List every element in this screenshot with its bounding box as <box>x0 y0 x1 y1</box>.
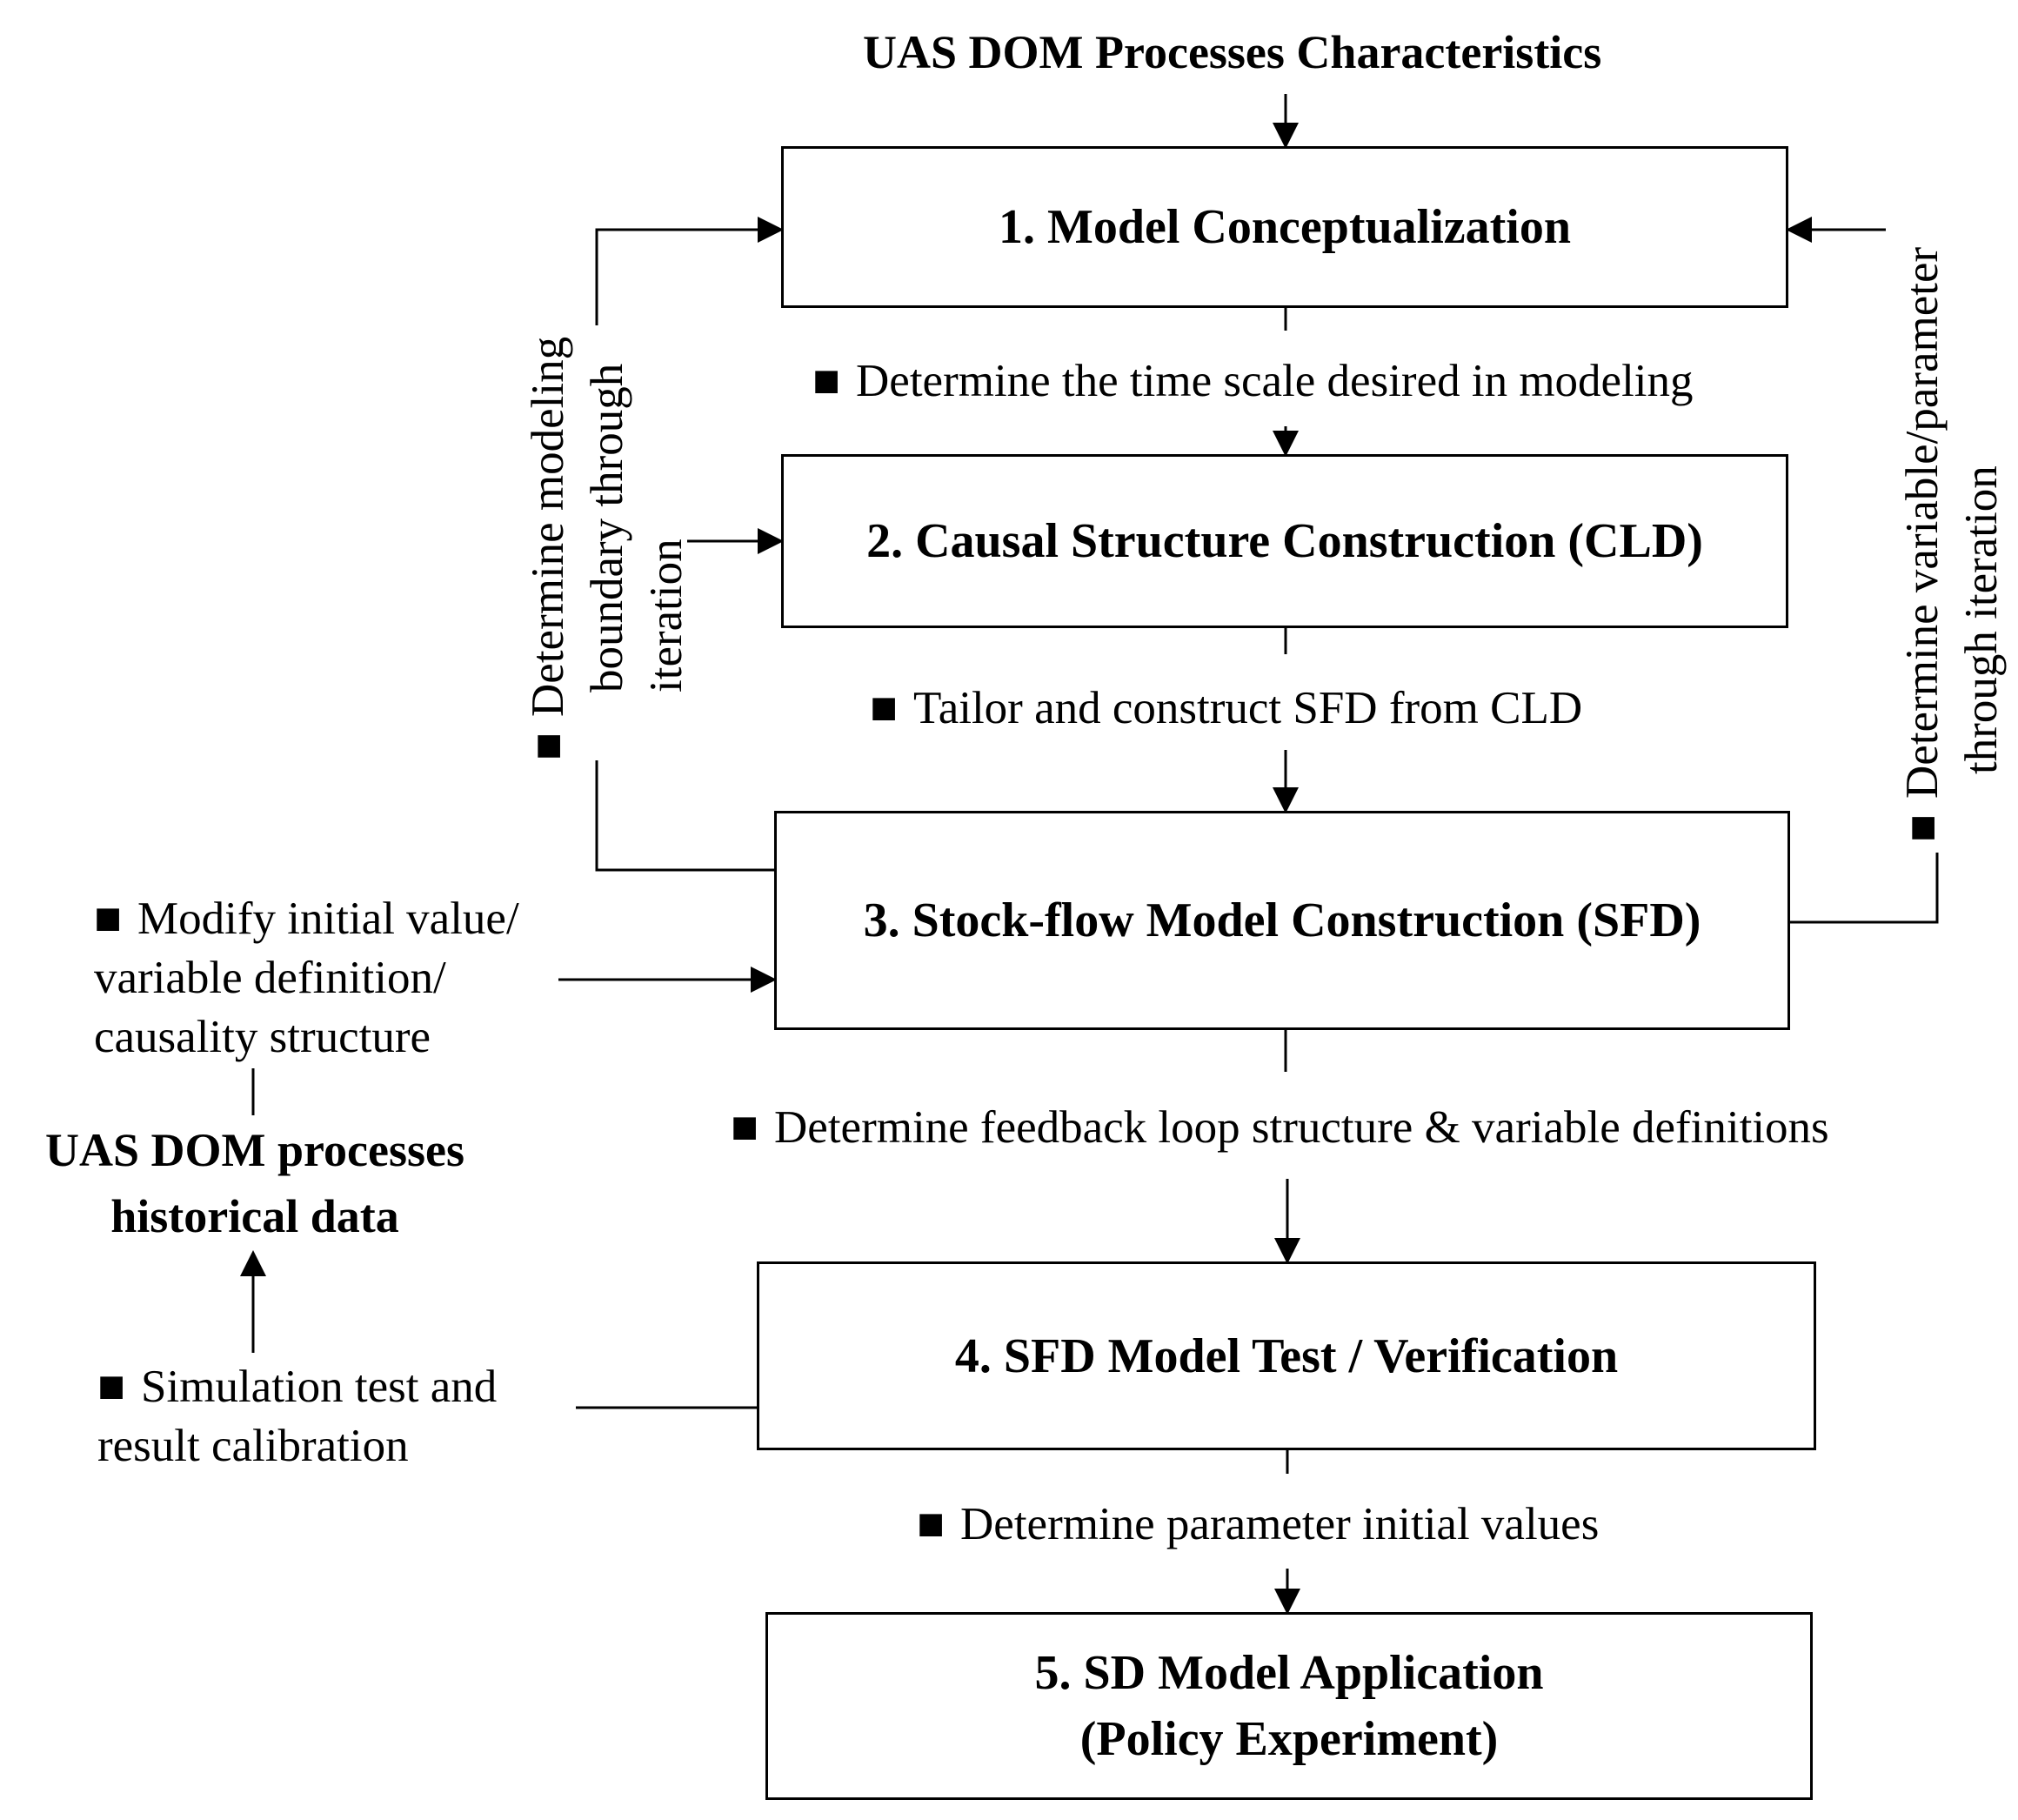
historical-line2: historical data <box>110 1190 399 1242</box>
step-4-box: 4. SFD Model Test / Verification <box>757 1261 1816 1450</box>
historical-line1: UAS DOM processes <box>45 1124 464 1176</box>
modify-line3: causality structure <box>94 1012 431 1062</box>
bullet-icon: ■ <box>97 1362 126 1412</box>
step-5-sublabel: (Policy Experiment) <box>1079 1712 1499 1766</box>
left-loop-line2: boundary through <box>582 363 632 693</box>
bullet-icon: ■ <box>94 893 123 944</box>
step-3-label: 3. Stock-flow Model Construction (SFD) <box>863 893 1701 947</box>
transition-3-4: ■ Determine feedback loop structure & var… <box>731 1098 1829 1157</box>
step-3-box: 3. Stock-flow Model Construction (SFD) <box>774 811 1790 1030</box>
step-5-box: 5. SD Model Application (Policy Experime… <box>765 1612 1813 1800</box>
transition-4-5-text: Determine parameter initial values <box>960 1499 1600 1549</box>
bullet-icon: ■ <box>1897 813 1948 842</box>
step-1-box: 1. Model Conceptualization <box>781 146 1788 308</box>
simulation-line1: Simulation test and <box>141 1362 498 1412</box>
bullet-icon: ■ <box>812 356 841 406</box>
simulation-line2: result calibration <box>97 1421 409 1471</box>
step-5-label: 5. SD Model Application <box>1034 1646 1544 1700</box>
transition-2-3-text: Tailor and construct SFD from CLD <box>913 683 1583 733</box>
step-2-box: 2. Causal Structure Construction (CLD) <box>781 454 1788 628</box>
transition-4-5: ■ Determine parameter initial values <box>917 1495 1599 1554</box>
right-loop-label: ■ Determine variable/parameter through it… <box>1893 164 2011 842</box>
simulation-label: ■ Simulation test and result calibration <box>97 1357 497 1475</box>
left-loop-line1: Determine modeling <box>523 336 573 717</box>
left-loop-arrow-to-step1 <box>595 217 784 325</box>
historical-data-label: UAS DOM processes historical data <box>7 1117 503 1249</box>
transition-1-2: ■ Determine the time scale desired in mod… <box>812 351 1694 411</box>
bullet-icon: ■ <box>917 1499 946 1549</box>
modify-label: ■ Modify initial value/ variable definiti… <box>94 889 519 1067</box>
left-loop-line <box>595 760 774 872</box>
bullet-icon: ■ <box>731 1102 759 1153</box>
right-loop-line1: Determine variable/parameter <box>1897 246 1948 799</box>
step-2-label: 2. Causal Structure Construction (CLD) <box>866 514 1703 568</box>
transition-2-3: ■ Tailor and construct SFD from CLD <box>870 679 1582 738</box>
left-loop-label: ■ Determine modeling boundary through ite… <box>518 273 696 760</box>
diagram-title-text: UAS DOM Processes Characteristics <box>863 26 1602 78</box>
bullet-icon: ■ <box>523 732 573 760</box>
modify-line2: variable definition/ <box>94 953 446 1003</box>
transition-3-4-text: Determine feedback loop structure & vari… <box>774 1102 1829 1153</box>
diagram-title: UAS DOM Processes Characteristics <box>863 19 1601 85</box>
right-loop-line <box>1790 853 1939 924</box>
modify-line1: Modify initial value/ <box>137 893 519 944</box>
step-4-label: 4. SFD Model Test / Verification <box>954 1328 1619 1383</box>
transition-1-2-text: Determine the time scale desired in mode… <box>856 356 1694 406</box>
left-loop-line3: iteration <box>641 539 692 693</box>
bullet-icon: ■ <box>870 683 899 733</box>
right-loop-line2: through iteration <box>1956 465 2007 774</box>
step-1-label: 1. Model Conceptualization <box>999 200 1571 254</box>
